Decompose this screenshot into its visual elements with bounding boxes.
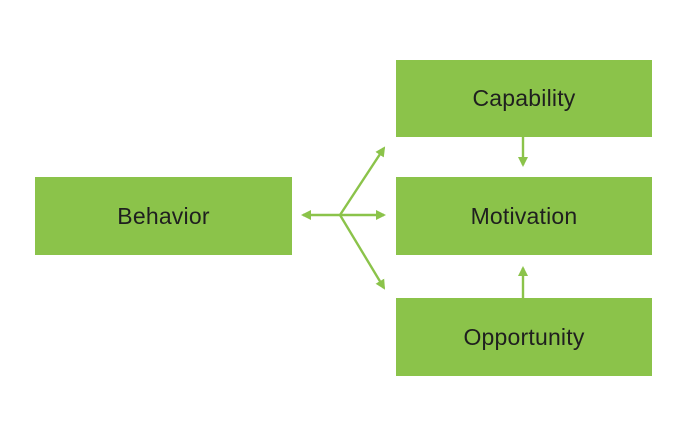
node-behavior-label: Behavior <box>117 202 210 229</box>
arrow-to-capability <box>338 146 386 216</box>
node-opportunity-label: Opportunity <box>463 323 585 350</box>
node-behavior: Behavior <box>35 177 292 255</box>
node-motivation-label: Motivation <box>470 202 578 229</box>
node-capability-label: Capability <box>472 85 576 111</box>
node-capability: Capability <box>396 60 652 137</box>
node-motivation: Motivation <box>396 177 652 255</box>
arrow-to-opportunity <box>338 214 386 290</box>
node-opportunity: Opportunity <box>396 298 652 376</box>
